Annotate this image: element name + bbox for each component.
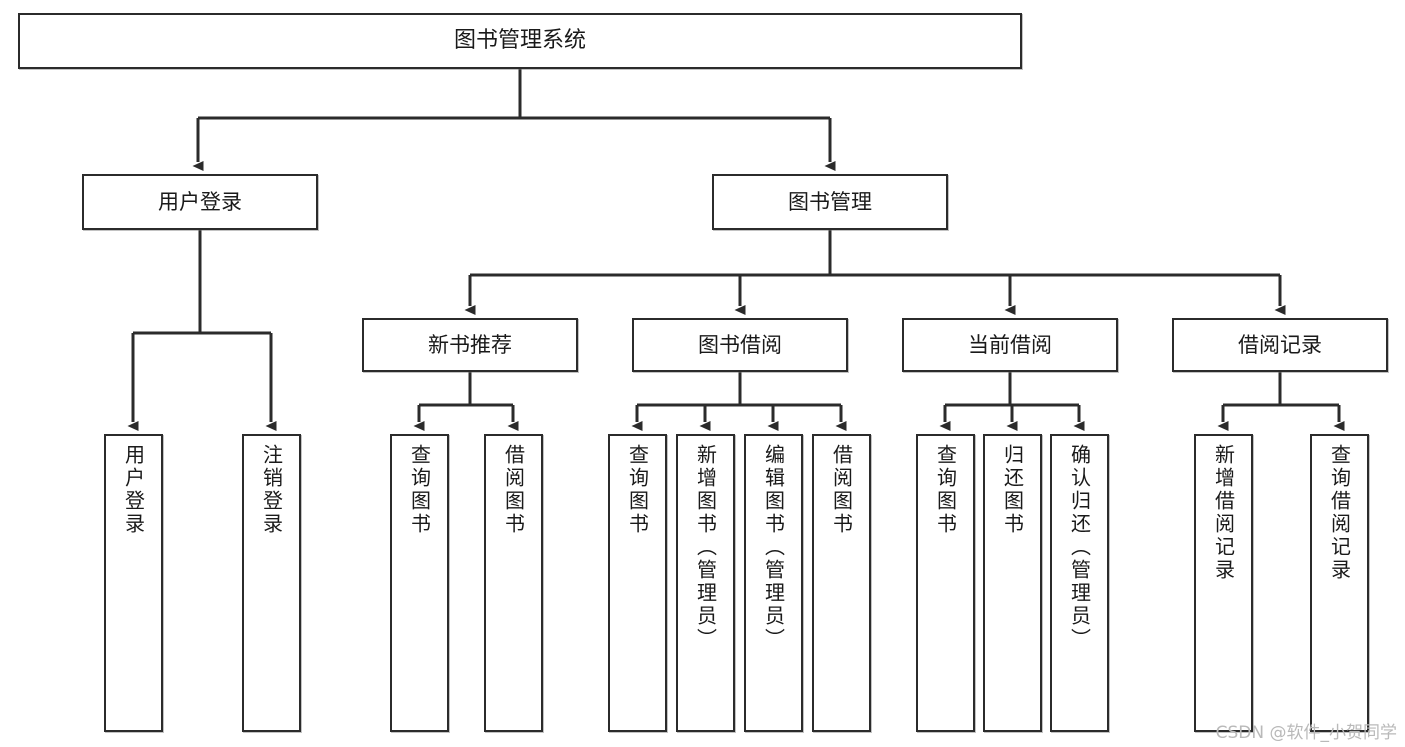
- node-label: 当前借阅: [968, 332, 1052, 357]
- leaf-edit-book[interactable]: 编辑图书（管理员）: [744, 434, 803, 732]
- leaf-add-book[interactable]: 新增图书（管理员）: [676, 434, 735, 732]
- node-user-login[interactable]: 用户登录: [82, 174, 318, 230]
- node-label: 确认归还（管理员）: [1067, 444, 1092, 651]
- node-label: 新增图书（管理员）: [693, 444, 718, 651]
- node-label: 查询借阅记录: [1327, 444, 1352, 582]
- leaf-query-book-current[interactable]: 查询图书: [916, 434, 975, 732]
- leaf-query-book-borrow[interactable]: 查询图书: [608, 434, 667, 732]
- node-label: 注销登录: [259, 444, 284, 536]
- leaf-add-record[interactable]: 新增借阅记录: [1194, 434, 1253, 732]
- node-label: 借阅图书: [829, 444, 854, 536]
- node-label: 新书推荐: [428, 332, 512, 357]
- leaf-confirm-return[interactable]: 确认归还（管理员）: [1050, 434, 1109, 732]
- node-label: 新增借阅记录: [1211, 444, 1236, 582]
- node-label: 查询图书: [625, 444, 650, 536]
- leaf-return-book[interactable]: 归还图书: [983, 434, 1042, 732]
- node-label: 用户登录: [158, 189, 242, 214]
- csdn-watermark: CSDN @软件_小贺同学: [1215, 723, 1397, 743]
- node-borrow-record[interactable]: 借阅记录: [1172, 318, 1388, 372]
- node-current-borrow[interactable]: 当前借阅: [902, 318, 1118, 372]
- node-label: 图书管理: [788, 189, 872, 214]
- node-book-manage[interactable]: 图书管理: [712, 174, 948, 230]
- node-label: 图书借阅: [698, 332, 782, 357]
- node-book-borrow[interactable]: 图书借阅: [632, 318, 848, 372]
- node-root[interactable]: 图书管理系统: [18, 13, 1022, 69]
- node-label: 编辑图书（管理员）: [761, 444, 786, 651]
- leaf-logout[interactable]: 注销登录: [242, 434, 301, 732]
- leaf-borrow-book-rec[interactable]: 借阅图书: [484, 434, 543, 732]
- node-label: 归还图书: [1000, 444, 1025, 536]
- leaf-query-record[interactable]: 查询借阅记录: [1310, 434, 1369, 732]
- leaf-user-login[interactable]: 用户登录: [104, 434, 163, 732]
- node-label: 用户登录: [121, 444, 146, 536]
- node-label: 借阅记录: [1238, 332, 1322, 357]
- node-new-book-rec[interactable]: 新书推荐: [362, 318, 578, 372]
- leaf-borrow-book[interactable]: 借阅图书: [812, 434, 871, 732]
- node-label: 查询图书: [933, 444, 958, 536]
- leaf-query-book-rec[interactable]: 查询图书: [390, 434, 449, 732]
- node-label: 图书管理系统: [453, 28, 586, 54]
- node-label: 借阅图书: [501, 444, 526, 536]
- node-label: 查询图书: [407, 444, 432, 536]
